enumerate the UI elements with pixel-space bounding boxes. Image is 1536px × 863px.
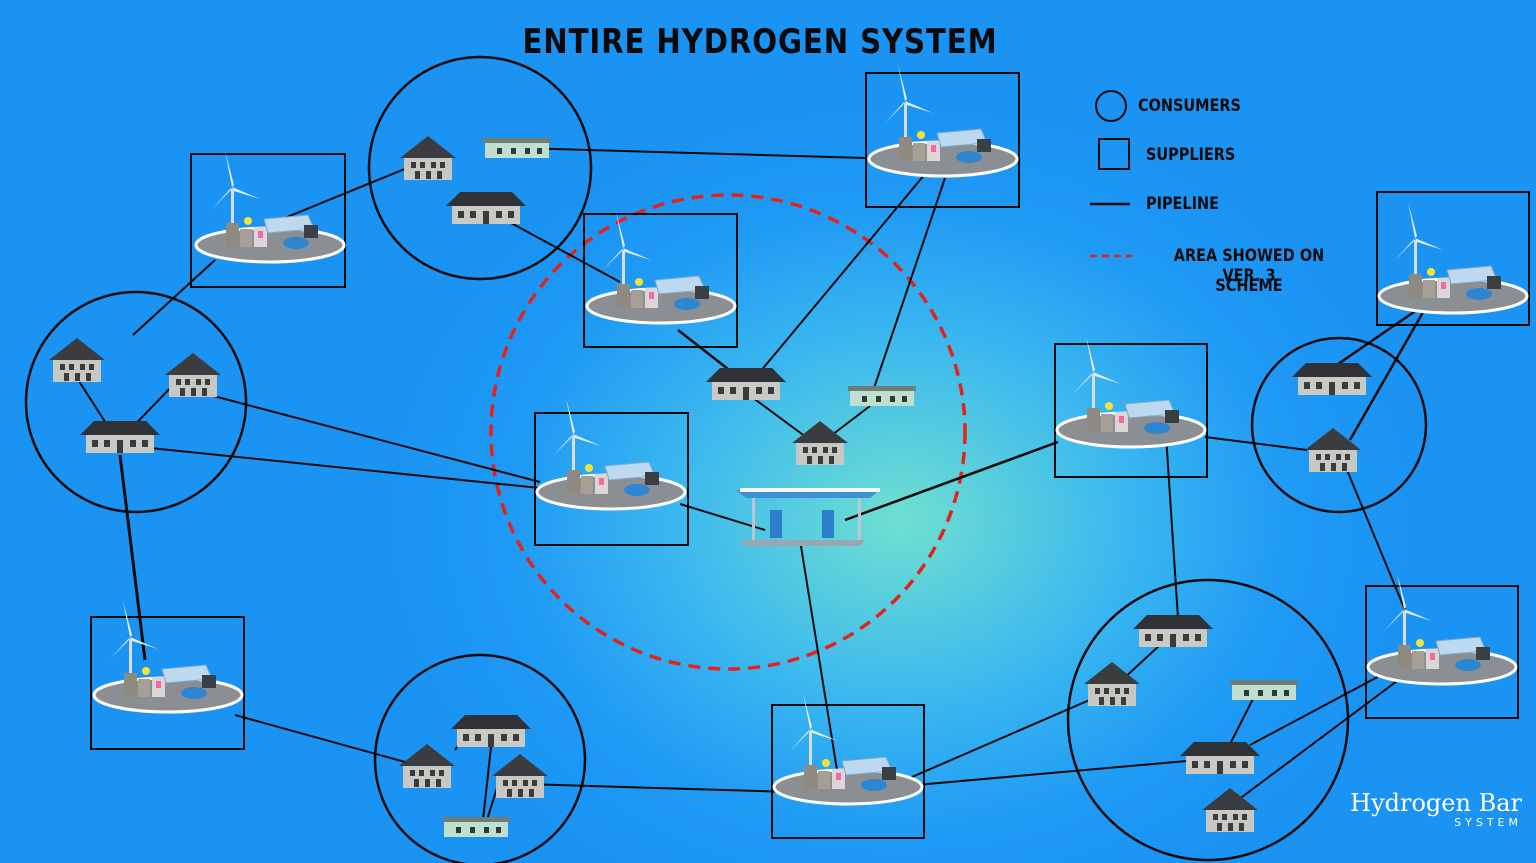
brand-name: Hydrogen Bar <box>1350 789 1522 817</box>
consumer-circle-east <box>1250 336 1428 514</box>
supplier-box-north <box>865 72 1020 208</box>
legend-area-label-line2: SCHEME <box>1215 276 1283 296</box>
consumer-circles <box>24 55 1428 863</box>
supplier-box-nw <box>190 153 346 288</box>
legend-suppliers-label: SUPPLIERS <box>1146 145 1236 165</box>
supplier-box-sw <box>90 616 245 750</box>
consumer-circle-southwest <box>373 653 587 863</box>
supplier-box-east <box>1054 343 1208 478</box>
legend-pipeline-label: PIPELINE <box>1146 194 1219 214</box>
consumer-circle-north <box>367 55 593 281</box>
page-title: ENTIRE HYDROGEN SYSTEM <box>522 22 998 62</box>
legend-supplier-icon <box>1098 138 1130 170</box>
legend-area-label-line1: AREA SHOWED ON VER. 3 <box>1173 246 1325 286</box>
supplier-box-center-top <box>583 213 738 348</box>
supplier-box-south <box>771 704 925 839</box>
supplier-box-center-left <box>534 412 689 546</box>
ver3-area-circle <box>489 193 967 671</box>
consumer-circle-west <box>24 290 248 514</box>
supplier-box-ne <box>1376 191 1530 326</box>
legend-consumers-label: CONSUMERS <box>1138 96 1241 116</box>
brand-subtitle: SYSTEM <box>1454 816 1522 829</box>
brand-logo: Hydrogen Bar SYSTEM <box>1350 790 1522 829</box>
consumer-circle-southeast <box>1066 578 1350 862</box>
supplier-box-se <box>1365 585 1519 719</box>
legend-consumer-icon <box>1095 90 1127 122</box>
legend-symbols <box>1090 90 1132 258</box>
refuelling-station <box>736 488 880 546</box>
supplier-boxes <box>90 72 1530 839</box>
